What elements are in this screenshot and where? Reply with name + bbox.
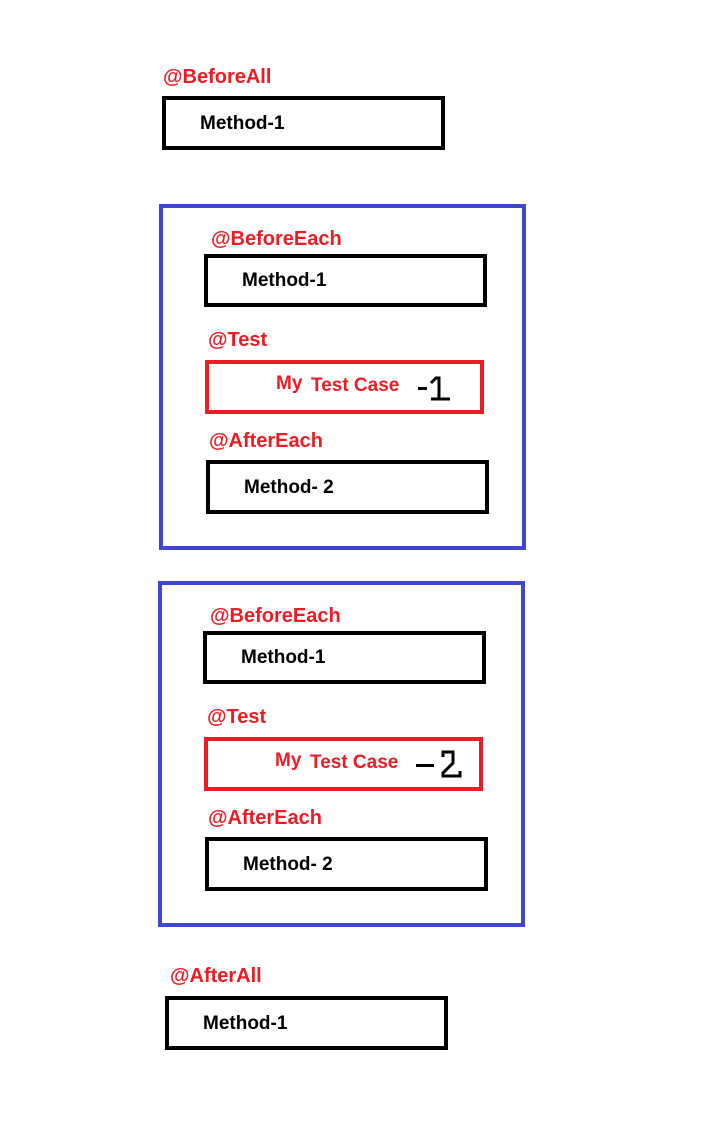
group-2-test-annotation: @Test xyxy=(207,706,267,728)
group-2-before-each-annotation: @BeforeEach xyxy=(210,605,341,627)
group-2-test-case-my: My xyxy=(275,750,302,771)
group-2-after-each-annotation: @AfterEach xyxy=(208,807,322,829)
test-group-1 xyxy=(159,204,526,550)
group-2-after-each-method-box xyxy=(205,837,488,891)
group-2-after-each-method-label: Method- 2 xyxy=(243,854,333,875)
after-all-method-label: Method-1 xyxy=(203,1013,288,1034)
before-all-method-label: Method-1 xyxy=(200,113,285,134)
group-2-before-each-method-label: Method-1 xyxy=(241,647,326,668)
test-group-2 xyxy=(158,581,525,927)
group-1-test-case-box xyxy=(205,360,484,414)
group-1-before-each-method-label: Method-1 xyxy=(242,270,327,291)
before-all-annotation: @BeforeAll xyxy=(163,66,272,88)
group-2-test-case-dash xyxy=(416,764,434,767)
group-2-test-case-box xyxy=(204,737,483,791)
after-all-annotation: @AfterAll xyxy=(170,965,262,987)
group-1-test-case-dash xyxy=(418,387,427,390)
group-1-after-each-annotation: @AfterEach xyxy=(209,430,323,452)
group-2-test-case-number-2: 2 xyxy=(441,750,462,778)
group-1-test-annotation: @Test xyxy=(208,329,268,351)
group-1-before-each-method-box xyxy=(204,254,487,307)
group-1-test-case-label: Test Case xyxy=(311,375,400,396)
group-1-after-each-method-box xyxy=(206,460,489,514)
group-1-test-case-my: My xyxy=(276,373,303,394)
group-1-before-each-annotation: @BeforeEach xyxy=(211,228,342,250)
group-2-test-case-label: Test Case xyxy=(310,752,399,773)
group-1-test-case-number-1: 1 xyxy=(429,376,450,401)
after-all-method-box xyxy=(165,996,448,1050)
before-all-method-box xyxy=(162,96,445,150)
group-1-after-each-method-label: Method- 2 xyxy=(244,477,334,498)
group-2-before-each-method-box xyxy=(203,631,486,684)
